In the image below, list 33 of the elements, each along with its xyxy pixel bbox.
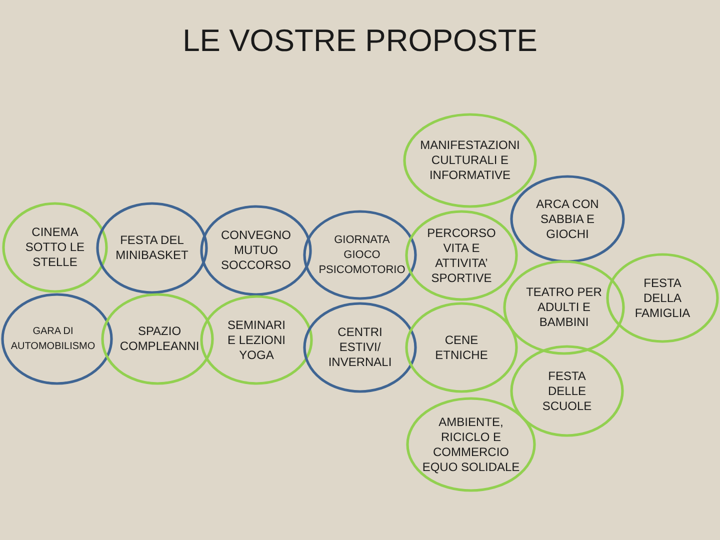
title: LE VOSTRE PROPOSTE [182, 22, 538, 60]
ellipse-label: GIORNATA GIOCO PSICOMOTORIO [318, 232, 406, 278]
ellipse [101, 293, 214, 385]
ellipse [510, 345, 624, 437]
ellipse-label: ARCA CON SABBIA E GIOCHI [535, 196, 600, 242]
ellipse [403, 113, 537, 208]
ellipse-label: CENTRI ESTIVI/ INVERNALI [327, 325, 393, 370]
ellipse [503, 260, 625, 355]
ellipse-label: SPAZIO COMPLEANNI [118, 324, 200, 354]
ellipse [406, 397, 536, 492]
ellipse [2, 202, 108, 293]
ellipse-label: AMBIENTE, RICICLO E COMMERCIO EQUO SOLIDALE [421, 414, 521, 474]
ellipse [303, 302, 417, 393]
ellipse-label: FESTA DEL MINIBASKET [114, 233, 190, 263]
ellipse-label: TEATRO PER ADULTI E BAMBINI [525, 285, 603, 330]
ellipse-label: SEMINARI E LEZIONI YOGA [226, 318, 286, 362]
ellipse-label: CENE ETNICHE [434, 332, 489, 362]
ellipse [303, 210, 417, 300]
ellipse-label: FESTA DELLA FAMIGLIA [634, 276, 692, 320]
ellipse [510, 175, 625, 263]
ellipse [200, 205, 312, 296]
ellipse [606, 253, 719, 343]
ellipse [405, 210, 518, 301]
ellipse [1, 293, 113, 385]
ellipse-label: PERCORSO VITA E ATTIVITA’ SPORTIVE [426, 226, 497, 286]
ellipse-label: FESTA DELLE SCUOLE [541, 368, 593, 414]
ellipse [96, 202, 208, 294]
ellipse-label: CONVEGNO MUTUO SOCCORSO [220, 228, 292, 273]
ellipse-label: GARA DI AUTOMOBILISMO [10, 325, 96, 354]
ellipse [405, 302, 518, 393]
ellipse-label: MANIFESTAZIONI CULTURALI E INFORMATIVE [419, 138, 521, 183]
ellipse [200, 295, 313, 385]
ellipse-label: CINEMA SOTTO LE STELLE [24, 225, 86, 270]
